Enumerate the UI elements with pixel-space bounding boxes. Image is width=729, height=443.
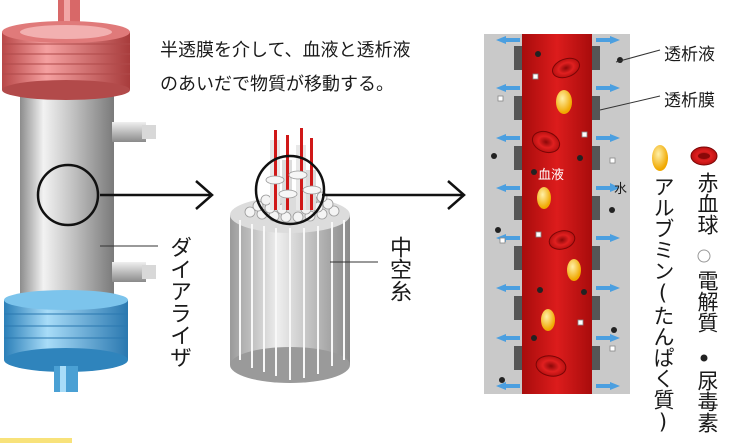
legend-electrolyte-icon — [697, 249, 711, 263]
legend-albumin-icon — [652, 145, 668, 171]
hollow-fiber-label: 中空糸 — [386, 236, 411, 302]
caption-line-1: 半透膜を介して、血液と透析液 — [160, 40, 411, 61]
zoom-arrow-1 — [100, 180, 214, 210]
dialyzer-illustration — [2, 0, 158, 392]
legend-red-blood-cell-label: 赤血球 — [695, 172, 719, 235]
caption-line-2: のあいだで物質が移動する。 — [160, 74, 394, 95]
water-label: 水 — [614, 182, 628, 197]
membrane-cross-section — [484, 34, 661, 394]
legend-uremic-toxin-icon — [700, 354, 708, 362]
legend-albumin-label: アルブミン(たんぱく質) — [651, 176, 675, 434]
blood-label: 血液 — [538, 168, 565, 183]
zoom-arrow-2 — [322, 180, 466, 210]
legend-electrolyte-label: 電解質 — [695, 270, 719, 333]
membrane-label: 透析膜 — [664, 91, 715, 111]
hollow-fiber-bundle — [230, 128, 378, 383]
legend-red-blood-cell-icon — [690, 146, 718, 166]
bottom-yellow-bar — [0, 438, 72, 443]
dialysate-label: 透析液 — [664, 45, 715, 65]
dialyzer-label: ダイアライザ — [166, 236, 191, 368]
legend-uremic-toxin-label: 尿毒素 — [695, 370, 719, 433]
